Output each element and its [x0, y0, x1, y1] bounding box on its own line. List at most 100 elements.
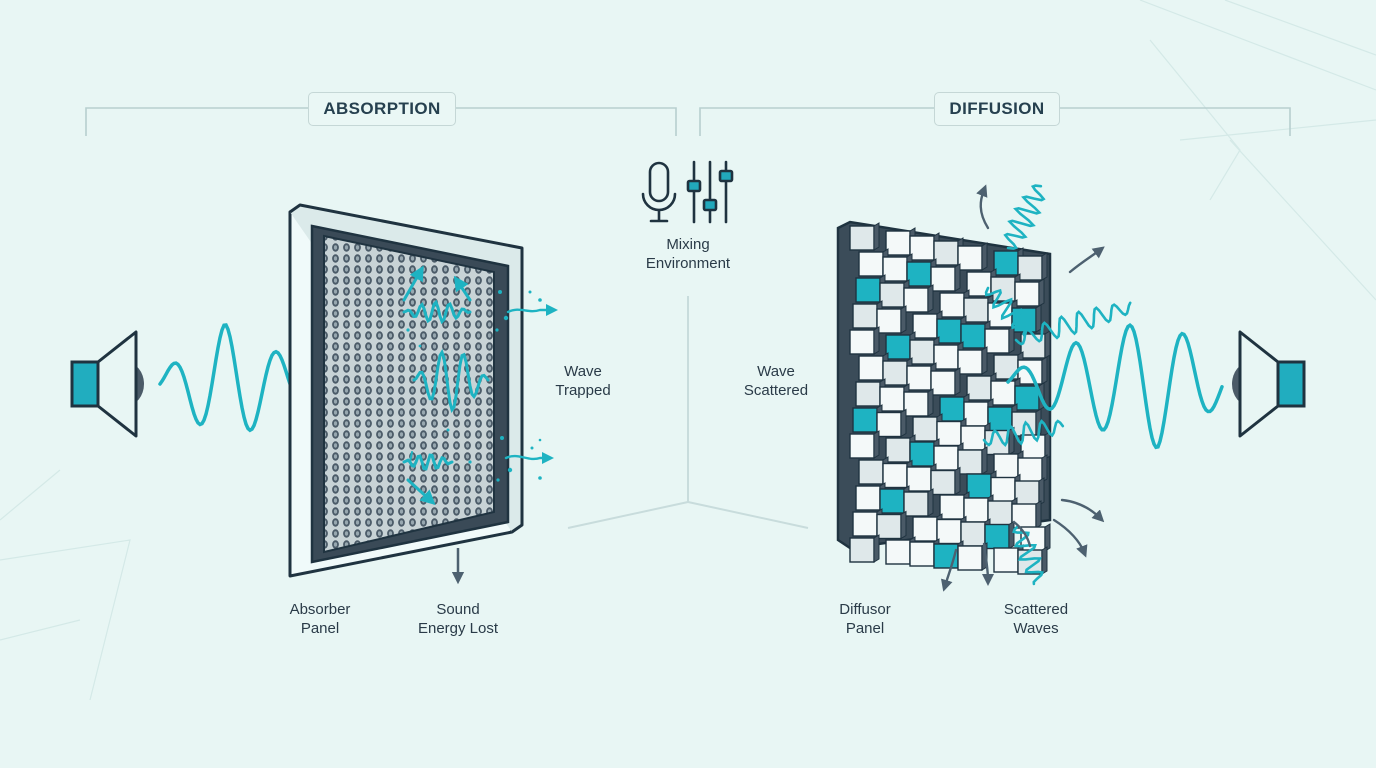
wave-trapped-line2: Trapped [555, 382, 611, 399]
diffusor-block [852, 303, 878, 329]
diffusor-panel [836, 220, 1052, 575]
speaker-icon [70, 330, 144, 438]
background-lines [0, 0, 1376, 701]
escaping-particles [406, 290, 542, 482]
diffusor-block [849, 537, 875, 563]
wave-scattered-line2: Scattered [743, 382, 809, 399]
diffusor-block-side [927, 284, 934, 313]
diffusor-block [882, 462, 908, 489]
diffusor-block [990, 380, 1016, 406]
diffusor-block [882, 360, 908, 386]
diffusor-block [1014, 385, 1040, 411]
absorber-panel-line2: Panel [300, 620, 340, 637]
diffusor-block-side [1041, 546, 1048, 575]
diffusor-block [939, 494, 965, 520]
wave-scattered-line1: Wave [757, 363, 795, 380]
diffusor-block [909, 441, 935, 467]
diffusor-block [960, 323, 986, 349]
diffusor-block [909, 541, 935, 567]
diffusor-block-side [1041, 454, 1048, 483]
diffusor-block [906, 365, 932, 391]
diffusor-block-side [900, 408, 907, 438]
diffusor-block [936, 420, 962, 447]
diffusor-block [885, 539, 911, 565]
absorption-bracket [85, 107, 677, 136]
sound-energy-lost-label: Sound Energy Lost [378, 600, 538, 638]
diffusor-block [885, 230, 911, 256]
diffusor-block-side [1035, 500, 1042, 529]
diffusor-panel-label: Diffusor Panel [785, 600, 945, 638]
diffusor-block [993, 453, 1019, 479]
diffusor-block [1014, 480, 1040, 506]
diffusor-block [993, 547, 1019, 573]
diffusor-block-side [1008, 520, 1015, 550]
diffusor-block [1017, 457, 1043, 483]
diffusor-block [960, 425, 986, 451]
mixing-label-line2: Environment [645, 255, 731, 272]
diffusor-block-side [1035, 304, 1042, 333]
diffusor-block [984, 523, 1010, 550]
diffusor-block [960, 521, 986, 547]
mixer-faders-icon [686, 160, 734, 224]
diffusor-block-side [927, 388, 934, 417]
absorbed-arrows [504, 304, 558, 464]
scattered-waves-label: Scattered Waves [956, 600, 1116, 638]
absorption-heading: ABSORPTION [308, 92, 456, 126]
diffusor-block [876, 513, 902, 540]
incoming-wave-right [1006, 322, 1224, 450]
diffusor-block [957, 449, 983, 475]
diffusor-block-side [981, 242, 988, 271]
diffusor-block [930, 469, 956, 496]
trapped-waves [402, 265, 490, 506]
diffusor-block [852, 407, 878, 433]
absorber-panel [288, 203, 524, 578]
diffusor-block [849, 225, 875, 251]
diffusor-block [1017, 255, 1043, 281]
energy-lost-line2: Energy Lost [417, 620, 499, 637]
room-corner-lines [567, 296, 809, 529]
diffusor-block-side [1038, 278, 1045, 307]
diffusor-block [963, 297, 989, 323]
diffusion-bracket [699, 107, 1291, 136]
diffusor-block-side [1044, 523, 1051, 552]
diffusor-block-side [873, 222, 880, 251]
mixing-environment-label: Mixing Environment [608, 235, 768, 273]
diffusor-block-side [954, 367, 961, 396]
diffusor-block-side [873, 430, 880, 459]
diffusor-block [984, 328, 1010, 354]
diffusor-block [963, 401, 989, 427]
diffusor-block [957, 545, 983, 571]
diffusor-block [966, 375, 992, 401]
diffusor-block [963, 497, 989, 523]
diffusor-block [849, 329, 875, 355]
diffusor-block [876, 308, 902, 334]
diffusor-block [912, 516, 938, 542]
diffusor-block [957, 245, 983, 271]
diffusor-block [903, 287, 929, 313]
reflection-arrows [940, 184, 1105, 592]
diffusor-block [930, 370, 956, 396]
diffusor-block [903, 391, 929, 417]
diffusor-block-side [1038, 477, 1045, 506]
diffusor-block [930, 266, 956, 292]
diffusor-block [885, 437, 911, 463]
diffusor-block [855, 277, 881, 303]
diffusor-block [879, 386, 905, 412]
diffusor-block [957, 349, 983, 375]
diffusor-block [936, 518, 962, 545]
diffusor-block [990, 476, 1016, 503]
speaker-icon-right [1232, 330, 1306, 438]
diffusor-block-side [1044, 330, 1051, 359]
diffusor-block [906, 261, 932, 287]
diffusor-block [855, 381, 881, 407]
diffusor-block [882, 256, 908, 282]
diffusor-panel-line2: Panel [845, 620, 885, 637]
diffusor-block [993, 250, 1019, 276]
diffusor-block [849, 433, 875, 459]
diffusor-block [909, 235, 935, 261]
scattered-waves [982, 184, 1132, 586]
diffusor-block-side [981, 346, 988, 375]
diffusor-block [936, 318, 962, 344]
diffusor-block [1014, 281, 1040, 307]
